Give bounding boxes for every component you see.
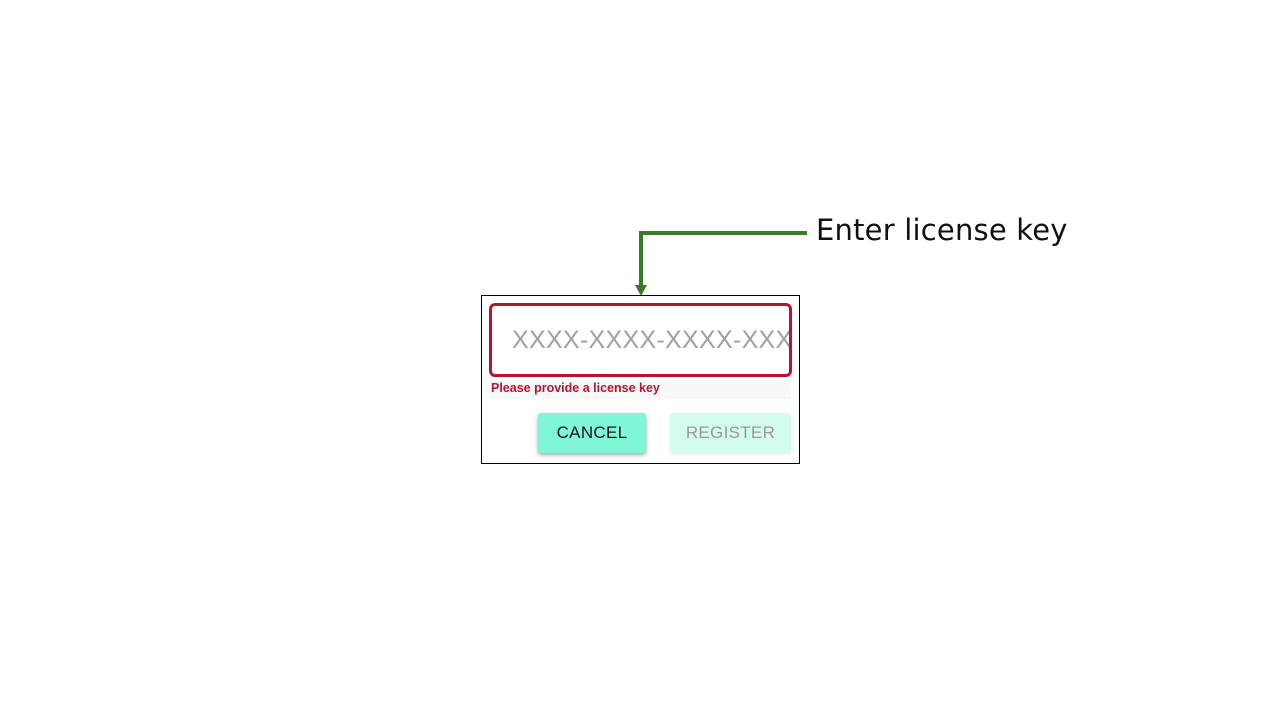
callout-arrow-line xyxy=(639,231,807,287)
license-key-error: Please provide a license key xyxy=(489,380,791,399)
cancel-button[interactable]: CANCEL xyxy=(538,413,646,453)
callout-arrow-head xyxy=(635,285,647,296)
license-key-field[interactable] xyxy=(489,303,792,377)
callout-label: Enter license key xyxy=(816,213,1068,247)
register-button[interactable]: REGISTER xyxy=(670,413,791,453)
license-key-input[interactable] xyxy=(492,306,789,374)
license-key-error-text: Please provide a license key xyxy=(491,381,660,395)
license-dialog: Please provide a license key CANCEL REGI… xyxy=(481,295,800,464)
